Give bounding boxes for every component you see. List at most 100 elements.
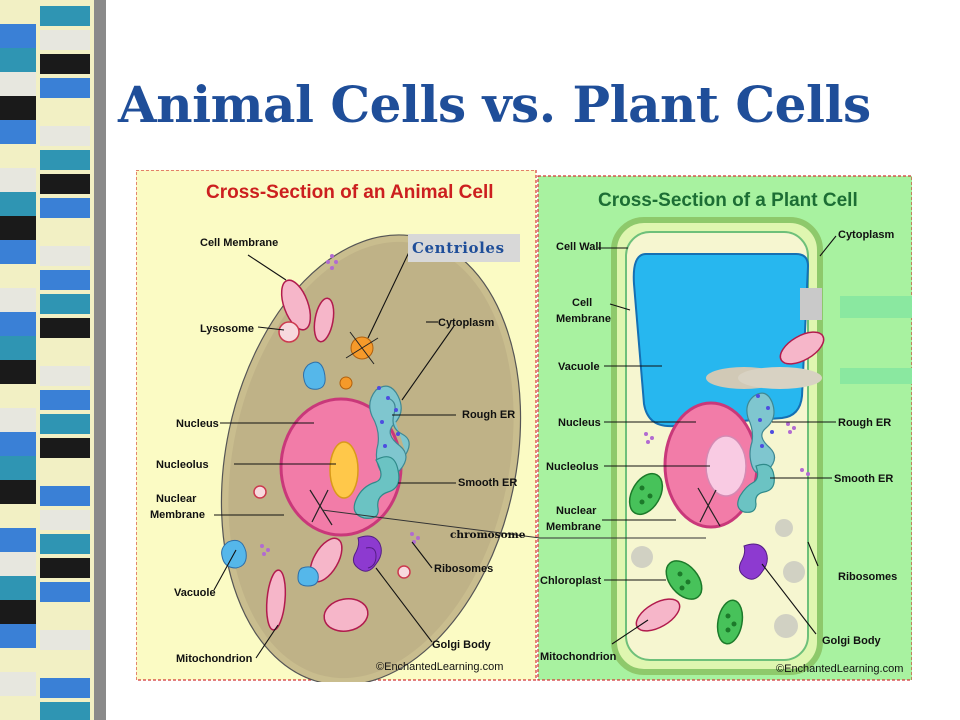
- slide-title: Animal Cells vs. Plant Cells: [118, 75, 871, 134]
- chromosome-label: chromosome: [450, 529, 526, 541]
- plant-label-cell-membrane-2: Membrane: [556, 313, 611, 325]
- animal-credit: ©EnchantedLearning.com: [376, 661, 503, 673]
- stripe-block: [40, 510, 90, 530]
- stripe-block: [0, 696, 36, 720]
- animal-mitochondria: [265, 279, 369, 632]
- stripe-block: [0, 24, 36, 48]
- animal-label-vacuole: Vacuole: [174, 587, 216, 599]
- plant-label-rough-er: Rough ER: [838, 417, 891, 429]
- plant-cell-heading: Cross-Section of a Plant Cell: [598, 190, 858, 211]
- plant-label-golgi-body: Golgi Body: [822, 635, 882, 647]
- stripe-block: [0, 672, 36, 696]
- animal-label-lysosome: Lysosome: [200, 323, 254, 335]
- plant-label-cytoplasm: Cytoplasm: [838, 229, 894, 241]
- animal-label-smooth-er: Smooth ER: [458, 477, 517, 489]
- plant-label-ribosomes: Ribosomes: [838, 571, 897, 583]
- stripe-block: [40, 678, 90, 698]
- plant-mitochondria: [635, 331, 825, 632]
- animal-ribosomes: [260, 254, 420, 556]
- centrioles-label-box: [408, 234, 520, 262]
- stripe-block: [0, 168, 36, 192]
- stripe-block: [40, 54, 90, 74]
- stripe-block: [40, 582, 90, 602]
- stripe-block: [40, 270, 90, 290]
- stripe-block: [0, 120, 36, 144]
- stripe-block: [0, 144, 36, 168]
- stripe-block: [40, 30, 90, 50]
- plant-label-mitochondrion: Mitochondrion: [540, 651, 617, 663]
- stripe-block: [0, 432, 36, 456]
- animal-golgi-body: [352, 535, 382, 572]
- stripe-block: [0, 408, 36, 432]
- plant-credit: ©EnchantedLearning.com: [776, 663, 903, 675]
- animal-label-cytoplasm: Cytoplasm: [438, 317, 494, 329]
- stripe-block: [0, 528, 36, 552]
- stripe-block: [0, 0, 36, 24]
- plant-nucleolus: [705, 435, 747, 497]
- stripe-block: [0, 384, 36, 408]
- stripe-block: [0, 504, 36, 528]
- plant-granules: [631, 519, 805, 638]
- plant-label-nuclear-membrane-1: Nuclear: [556, 505, 597, 517]
- stripe-block: [0, 552, 36, 576]
- animal-label-nucleus: Nucleus: [176, 418, 219, 430]
- stripe-block: [40, 630, 90, 650]
- stripe-block: [40, 294, 90, 314]
- animal-label-nuclear-membrane-1: Nuclear: [156, 493, 197, 505]
- chromosome-annotation: chromosome: [321, 509, 706, 541]
- animal-cell-heading: Cross-Section of an Animal Cell: [206, 182, 494, 203]
- stripe-block: [0, 96, 36, 120]
- stripe-block: [40, 222, 90, 242]
- plant-vacuole: [632, 253, 810, 428]
- stripe-block: [40, 414, 90, 434]
- plant-cell-panel: Cross-Section of a Plant Cell: [537, 175, 912, 681]
- stripe-block: [40, 462, 90, 482]
- animal-nucleolus: [329, 441, 359, 499]
- plant-chloroplasts: [628, 472, 744, 645]
- animal-lysosomes: [253, 321, 411, 579]
- stripe-block: [0, 576, 36, 600]
- stripe-block: [0, 624, 36, 648]
- stripe-block: [0, 72, 36, 96]
- stripe-block: [0, 648, 36, 672]
- centrioles-label: Centrioles: [412, 239, 505, 257]
- cell-comparison-diagram: Cross-Section of an Animal Cell: [136, 170, 912, 682]
- stripe-block: [0, 480, 36, 504]
- animal-label-ribosomes: Ribosomes: [434, 563, 493, 575]
- stripe-block: [0, 336, 36, 360]
- plant-label-nucleus: Nucleus: [558, 417, 601, 429]
- stripe-block: [40, 438, 90, 458]
- stripe-block: [40, 558, 90, 578]
- animal-label-rough-er: Rough ER: [462, 409, 515, 421]
- stripe-block: [40, 246, 90, 266]
- plant-label-nuclear-membrane-2: Membrane: [546, 521, 601, 533]
- stripe-block: [0, 456, 36, 480]
- stripe-block: [0, 312, 36, 336]
- plant-label-smooth-er: Smooth ER: [834, 473, 893, 485]
- stripe-block: [40, 702, 90, 720]
- stripe-block: [0, 192, 36, 216]
- stripe-block: [40, 6, 90, 26]
- plant-golgi-body: [738, 543, 768, 580]
- stripe-block: [0, 288, 36, 312]
- plant-label-vacuole: Vacuole: [558, 361, 600, 373]
- animal-cell-panel: Cross-Section of an Animal Cell: [136, 170, 537, 682]
- stripe-block: [40, 534, 90, 554]
- stripe-block: [40, 366, 90, 386]
- stripe-block: [40, 342, 90, 362]
- stripe-block: [40, 78, 90, 98]
- stripe-block: [40, 126, 90, 146]
- plant-label-nucleolus: Nucleolus: [546, 461, 599, 473]
- animal-label-golgi-body: Golgi Body: [432, 639, 492, 651]
- stripe-block: [0, 600, 36, 624]
- stripe-block: [0, 360, 36, 384]
- animal-centriole-small: [339, 376, 353, 390]
- stripe-block: [0, 264, 36, 288]
- stripe-block: [40, 390, 90, 410]
- animal-label-mitochondrion: Mitochondrion: [176, 653, 253, 665]
- plant-label-chloroplast: Chloroplast: [540, 575, 601, 587]
- stripe-block: [0, 216, 36, 240]
- stripe-block: [40, 174, 90, 194]
- animal-label-nuclear-membrane-2: Membrane: [150, 509, 205, 521]
- stripe-block: [40, 102, 90, 122]
